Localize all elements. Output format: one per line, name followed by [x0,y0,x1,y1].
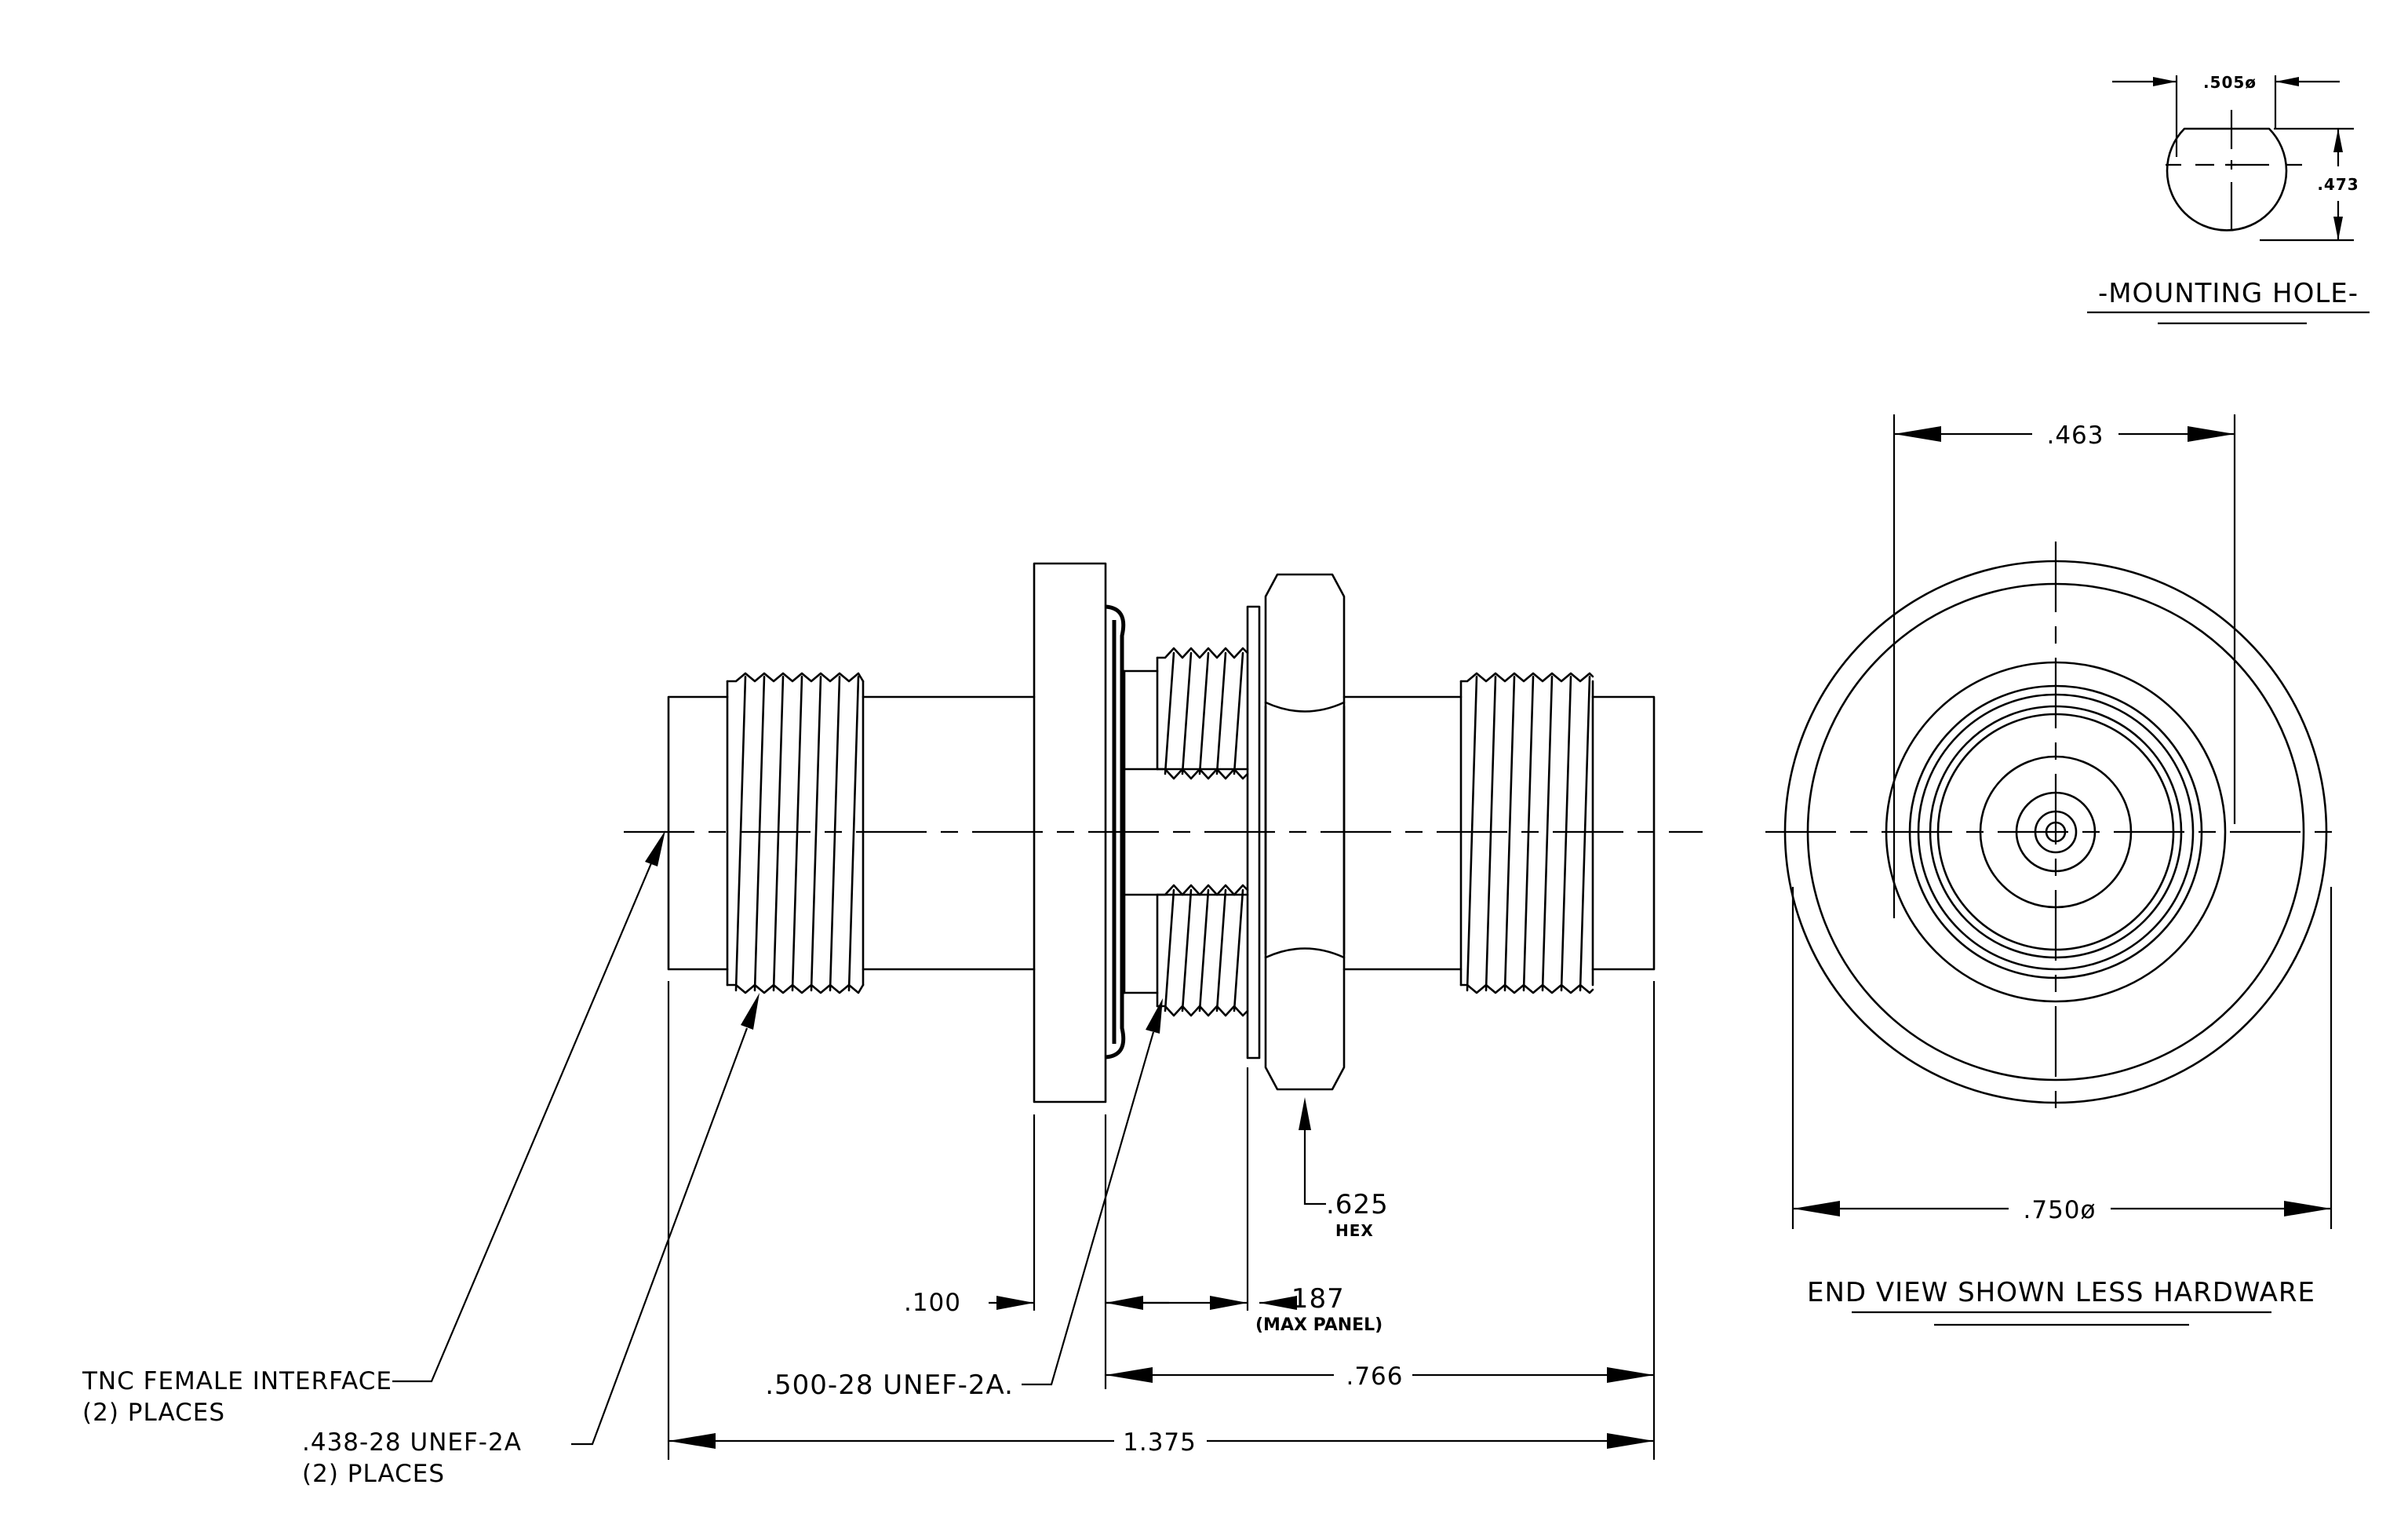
thread-line [1233,651,1244,775]
interface-label-line2: (2) PLACES [82,1399,225,1427]
thread-line [1215,888,1227,1012]
end-view-pin-inner-circle [2045,821,2067,843]
right-length-dimension: .766 [1106,1362,1654,1391]
coupling-thread-label-line2: (2) PLACES [302,1460,445,1488]
bulkhead-flange [1033,562,1107,1103]
end-view-contact-circle [2015,791,2097,873]
end-view-caption: END VIEW SHOWN LESS HARDWARE [1807,1277,2315,1308]
mounting-hole-width-dimension: .505ø [2112,73,2340,157]
end-view-coupling-circle [1885,661,2227,1003]
right-length-dim-label: .766 [1346,1362,1403,1391]
thread-line [1164,888,1175,1012]
end-view-outer-flange-circle [1783,560,2328,1104]
left-coupling-thread [726,672,865,994]
end-view-thread-root-circle [1917,693,2195,971]
mounting-hole-detail: .505ø .473 -MOUNTING HOLE- [2087,73,2370,325]
end-view-flange-inner-circle [1806,582,2305,1081]
mounting-hole-width-label: .505ø [2203,73,2257,92]
end-view-outer-dim-label: .750ø [2024,1196,2097,1224]
interface-leader: TNC FEMALE INTERFACE (2) PLACES [82,830,665,1427]
thread-line [753,675,766,992]
thread-line [1541,675,1554,992]
thread-line [1466,675,1478,992]
flange-dim-label: .100 [904,1289,961,1317]
hex-leader: .625 HEX [1299,1097,1389,1240]
thread-line [1181,888,1193,1012]
panel-dim-label: .187 [1282,1283,1345,1315]
mounting-hole-flat-dimension: .473 [2260,127,2359,242]
end-view-outer-dimension: .750ø [1791,887,2333,1229]
hex-label: HEX [1335,1221,1374,1240]
end-view-insulator-circle [1979,755,2133,909]
coupling-thread-leader: .438-28 UNEF-2A (2) PLACES [302,993,760,1488]
right-tnc-body [1342,672,1656,994]
panel-thickness-dimension: .187 (MAX PANEL) [1106,1283,1383,1335]
panel-thread-label: .500-28 UNEF-2A. [765,1370,1014,1401]
mounting-hole-flat-label: .473 [2317,175,2359,194]
thread-line [847,675,860,992]
hex-size-label: .625 [1326,1189,1389,1220]
thread-line [1485,675,1497,992]
panel-thread-leader: .500-28 UNEF-2A. [765,998,1163,1401]
mounting-hole-centerlines [2166,110,2302,229]
thread-line [1164,651,1175,775]
left-tnc-body [667,680,1036,987]
thread-line [1198,888,1210,1012]
thread-line [772,675,785,992]
thread-line [1522,675,1535,992]
thread-line [791,675,803,992]
end-view-pin-outer-circle [2034,810,2078,854]
interface-label-line1: TNC FEMALE INTERFACE [82,1367,392,1395]
lock-washer [1246,605,1261,1060]
side-view [624,562,1703,1103]
hex-nut [1264,573,1346,1091]
side-view-dimensions: .100 .187 (MAX PANEL) .625 HEX .766 [82,830,1656,1488]
mounting-hole-title: -MOUNTING HOLE- [2098,278,2359,309]
overall-length-dimension: 1.375 [668,1428,1654,1457]
thread-line [1579,675,1591,992]
overall-length-dim-label: 1.375 [1123,1428,1197,1457]
end-view-inner-dimension: .463 [1893,414,2236,918]
end-view-inner-dim-label: .463 [2046,421,2104,450]
end-view-body-circle [1929,705,2183,959]
panel-thread-section [1123,647,1249,1017]
thread-line [1503,675,1516,992]
end-view-thread-circle [1908,684,2203,979]
thread-line [1233,888,1244,1012]
mounting-hole-outline [2166,127,2288,232]
end-view-bore-circle [1936,713,2175,951]
end-view: .463 .750ø END VIEW SHOWN LESS HARDWARE [1765,414,2346,1326]
thread-line [1560,675,1572,992]
coupling-thread-label-line1: .438-28 UNEF-2A [302,1428,522,1457]
thread-line [810,675,822,992]
o-ring-gasket [1105,604,1126,1060]
thread-line [1198,651,1210,775]
thread-line [1181,651,1193,775]
panel-note-label: (MAX PANEL) [1255,1315,1383,1335]
thread-line [829,675,841,992]
thread-line [734,675,747,992]
thread-line [1215,651,1227,775]
